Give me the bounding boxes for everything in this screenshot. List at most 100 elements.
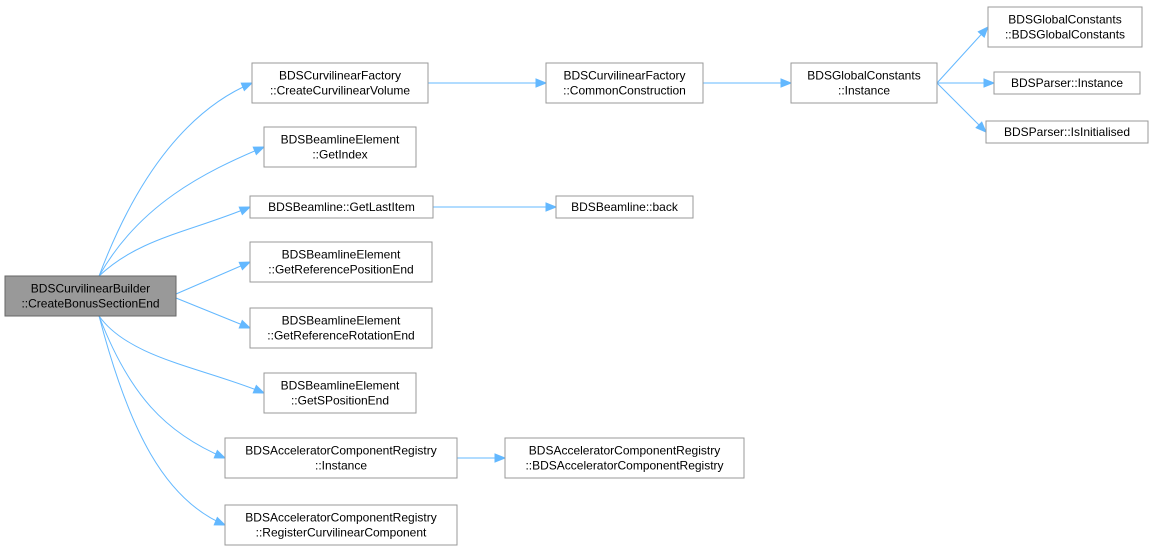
edge-line: [98, 206, 251, 277]
node-box: [985, 120, 1149, 144]
node-be_rre[interactable]: BDSBeamlineElement::GetReferenceRotation…: [249, 307, 433, 349]
node-box: [249, 241, 433, 283]
node-box: [251, 62, 429, 104]
node-be_spe[interactable]: BDSBeamlineElement::GetSPositionEnd: [263, 372, 417, 414]
arrowhead-icon: [545, 202, 558, 212]
arrowhead-icon: [252, 384, 266, 394]
node-label: BDSParser::Instance: [1011, 76, 1123, 90]
edge-root-to-be_idx: [98, 146, 266, 277]
node-label: BDSBeamlineElement: [281, 133, 400, 147]
node-label: ::GetReferencePositionEnd: [268, 263, 413, 277]
node-label: ::RegisterCurvilinearComponent: [256, 526, 427, 540]
arrowhead-icon: [983, 78, 996, 88]
node-label: ::Instance: [838, 84, 890, 98]
node-label: BDSCurvilinearFactory: [563, 69, 685, 83]
edge-line: [98, 146, 265, 277]
node-box: [993, 71, 1141, 95]
node-box: [555, 195, 694, 219]
node-label: ::GetReferenceRotationEnd: [267, 329, 414, 343]
arrowhead-icon: [238, 261, 252, 271]
edge-gc_inst-to-gc_ctor: [936, 26, 989, 84]
node-label: BDSGlobalConstants: [1008, 13, 1121, 27]
node-p_inst[interactable]: BDSParser::Instance: [993, 71, 1141, 95]
node-root[interactable]: BDSCurvilinearBuilder::CreateBonusSectio…: [4, 275, 177, 317]
edge-line: [175, 297, 251, 329]
node-box: [249, 307, 433, 349]
node-gc_ctor[interactable]: BDSGlobalConstants::BDSGlobalConstants: [987, 6, 1143, 48]
node-label: BDSBeamlineElement: [282, 248, 401, 262]
node-label: ::CreateBonusSectionEnd: [21, 297, 159, 311]
node-label: ::BDSAcceleratorComponentRegistry: [525, 459, 723, 473]
node-acr_inst[interactable]: BDSAcceleratorComponentRegistry::Instanc…: [224, 437, 458, 479]
edge-cf_cc-to-gc_inst: [703, 78, 793, 88]
edge-line: [98, 82, 253, 277]
edge-root-to-bl_last: [98, 206, 252, 277]
arrowhead-icon: [238, 319, 252, 329]
node-box: [545, 62, 704, 104]
node-label: ::GetIndex: [312, 148, 367, 162]
node-label: BDSAcceleratorComponentRegistry: [245, 511, 436, 525]
node-label: BDSBeamlineElement: [281, 379, 400, 393]
arrowhead-icon: [780, 78, 793, 88]
edge-line: [936, 26, 989, 84]
node-box: [263, 372, 417, 414]
node-box: [790, 62, 938, 104]
node-be_idx[interactable]: BDSBeamlineElement::GetIndex: [263, 126, 417, 168]
node-label: ::CreateCurvilinearVolume: [270, 84, 410, 98]
node-bl_back[interactable]: BDSBeamline::back: [555, 195, 694, 219]
node-label: BDSCurvilinearBuilder: [31, 282, 150, 296]
node-gc_inst[interactable]: BDSGlobalConstants::Instance: [790, 62, 938, 104]
edge-root-to-be_rre: [175, 297, 252, 329]
arrowhead-icon: [238, 206, 252, 216]
edge-gc_inst-to-p_isinit: [936, 82, 987, 133]
edge-root-to-cf_ccv: [98, 82, 254, 277]
edge-gc_inst-to-p_inst: [937, 78, 996, 88]
node-cf_cc[interactable]: BDSCurvilinearFactory::CommonConstructio…: [545, 62, 704, 104]
edge-root-to-be_spe: [98, 315, 266, 394]
node-box: [263, 126, 417, 168]
node-box: [249, 195, 434, 219]
node-box: [224, 437, 458, 479]
node-label: BDSAcceleratorComponentRegistry: [245, 444, 436, 458]
node-label: BDSBeamline::GetLastItem: [268, 200, 415, 214]
node-p_isinit[interactable]: BDSParser::IsInitialised: [985, 120, 1149, 144]
node-label: BDSCurvilinearFactory: [279, 69, 401, 83]
node-label: ::CommonConstruction: [563, 84, 686, 98]
edge-bl_last-to-bl_back: [433, 202, 558, 212]
node-be_rpe[interactable]: BDSBeamlineElement::GetReferencePosition…: [249, 241, 433, 283]
node-label: BDSBeamlineElement: [282, 314, 401, 328]
node-label: BDSBeamline::back: [571, 200, 679, 214]
node-bl_last[interactable]: BDSBeamline::GetLastItem: [249, 195, 434, 219]
arrowhead-icon: [494, 453, 507, 463]
arrowhead-icon: [240, 82, 254, 92]
node-cf_ccv[interactable]: BDSCurvilinearFactory::CreateCurvilinear…: [251, 62, 429, 104]
arrowhead-icon: [252, 146, 266, 156]
node-label: BDSParser::IsInitialised: [1004, 125, 1130, 139]
edge-acr_inst-to-acr_ctor: [457, 453, 507, 463]
node-box: [987, 6, 1143, 48]
edge-line: [98, 315, 265, 394]
node-box: [224, 504, 458, 546]
node-label: ::Instance: [315, 459, 367, 473]
edge-line: [175, 261, 251, 295]
node-label: BDSGlobalConstants: [807, 69, 920, 83]
arrowhead-icon: [535, 78, 548, 88]
edge-cf_ccv-to-cf_cc: [428, 78, 548, 88]
edge-root-to-acr_inst: [98, 315, 227, 459]
node-label: ::BDSGlobalConstants: [1005, 28, 1125, 42]
arrowhead-icon: [213, 449, 227, 459]
edge-line: [98, 315, 226, 526]
edge-line: [936, 82, 987, 133]
node-acr_ctor[interactable]: BDSAcceleratorComponentRegistry::BDSAcce…: [504, 437, 745, 479]
node-acr_reg[interactable]: BDSAcceleratorComponentRegistry::Registe…: [224, 504, 458, 546]
node-label: BDSAcceleratorComponentRegistry: [529, 444, 720, 458]
arrowhead-icon: [975, 121, 987, 133]
arrowhead-icon: [977, 26, 989, 38]
node-box: [504, 437, 745, 479]
function-nodes: BDSCurvilinearBuilder::CreateBonusSectio…: [4, 6, 1149, 546]
node-label: ::GetSPositionEnd: [291, 394, 389, 408]
edge-root-to-be_rpe: [175, 261, 252, 295]
call-edges: [98, 26, 996, 526]
arrowhead-icon: [213, 516, 227, 526]
